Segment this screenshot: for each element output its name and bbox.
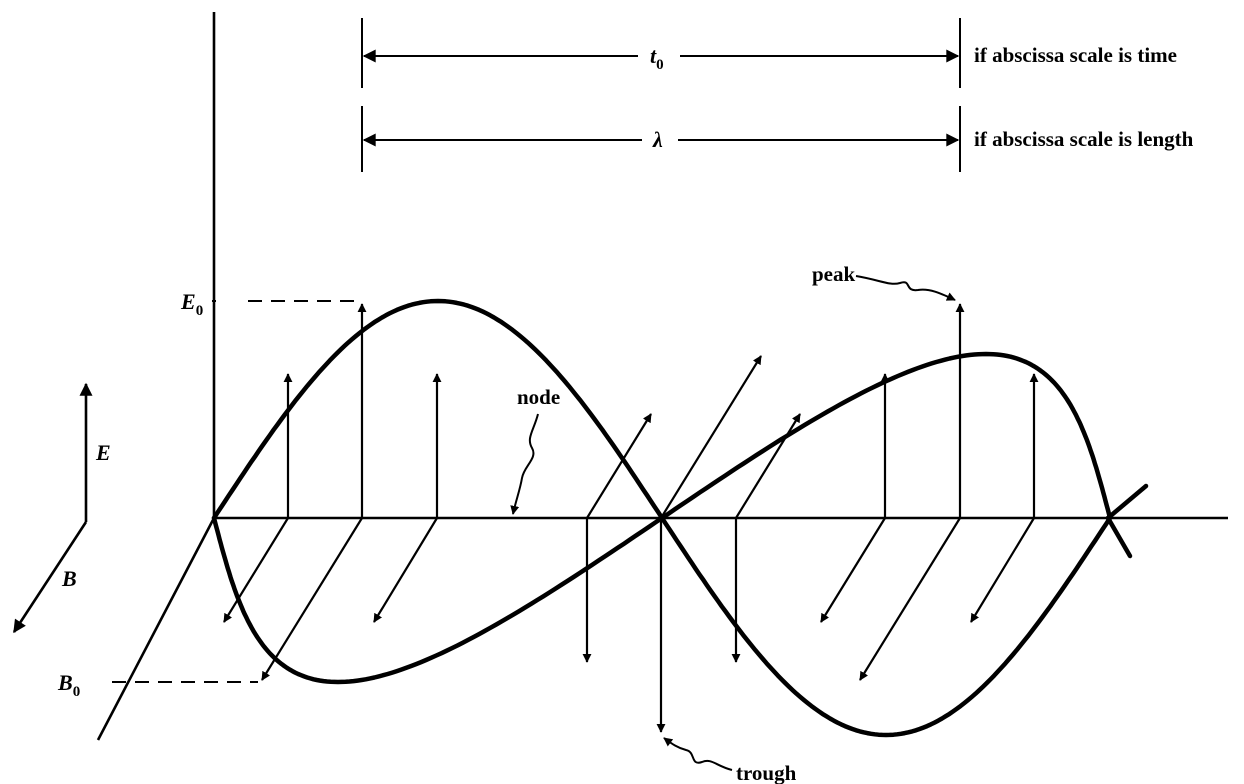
node-label: node [517,385,560,409]
period-symbol: t0 [650,43,664,73]
node-callout: node [510,385,560,515]
b-vector [735,413,801,519]
trough-pointer [663,737,733,771]
trough-label: trough [736,761,797,784]
b-vector [261,517,363,681]
b-vector [970,517,1035,623]
wavelength-caption: if abscissa scale is length [974,127,1194,151]
peak-pointer [855,275,956,301]
b-vector [820,517,886,623]
b-vector [586,413,652,519]
oblique-axis [96,517,216,741]
trough-callout: trough [663,737,797,784]
electric-wave-extension [1105,515,1133,559]
field-direction-indicator: E B [12,382,111,634]
e-direction-label: E [95,440,111,465]
period-dimension: t0 if abscissa scale is time [361,18,1177,88]
b-vector [660,355,762,519]
peak-label: peak [812,262,856,286]
period-caption: if abscissa scale is time [974,43,1177,67]
b-vector [859,517,961,681]
peak-callout: peak [812,262,956,301]
b-vector [373,517,438,623]
wavelength-dimension: λ if abscissa scale is length [361,106,1194,172]
magnetic-wave-extension [1105,483,1149,521]
node-pointer [510,413,539,515]
e0-label: E0 [180,289,203,319]
b-direction-arrow [12,521,88,634]
b0-label: B0 [57,670,80,700]
electric-field-vectors [283,303,1039,733]
b-direction-label: B [61,566,77,591]
b-vector [223,517,289,623]
magnetic-field-vectors [223,355,1035,681]
wavelength-symbol: λ [652,127,663,152]
magnetic-wave [211,351,1113,685]
